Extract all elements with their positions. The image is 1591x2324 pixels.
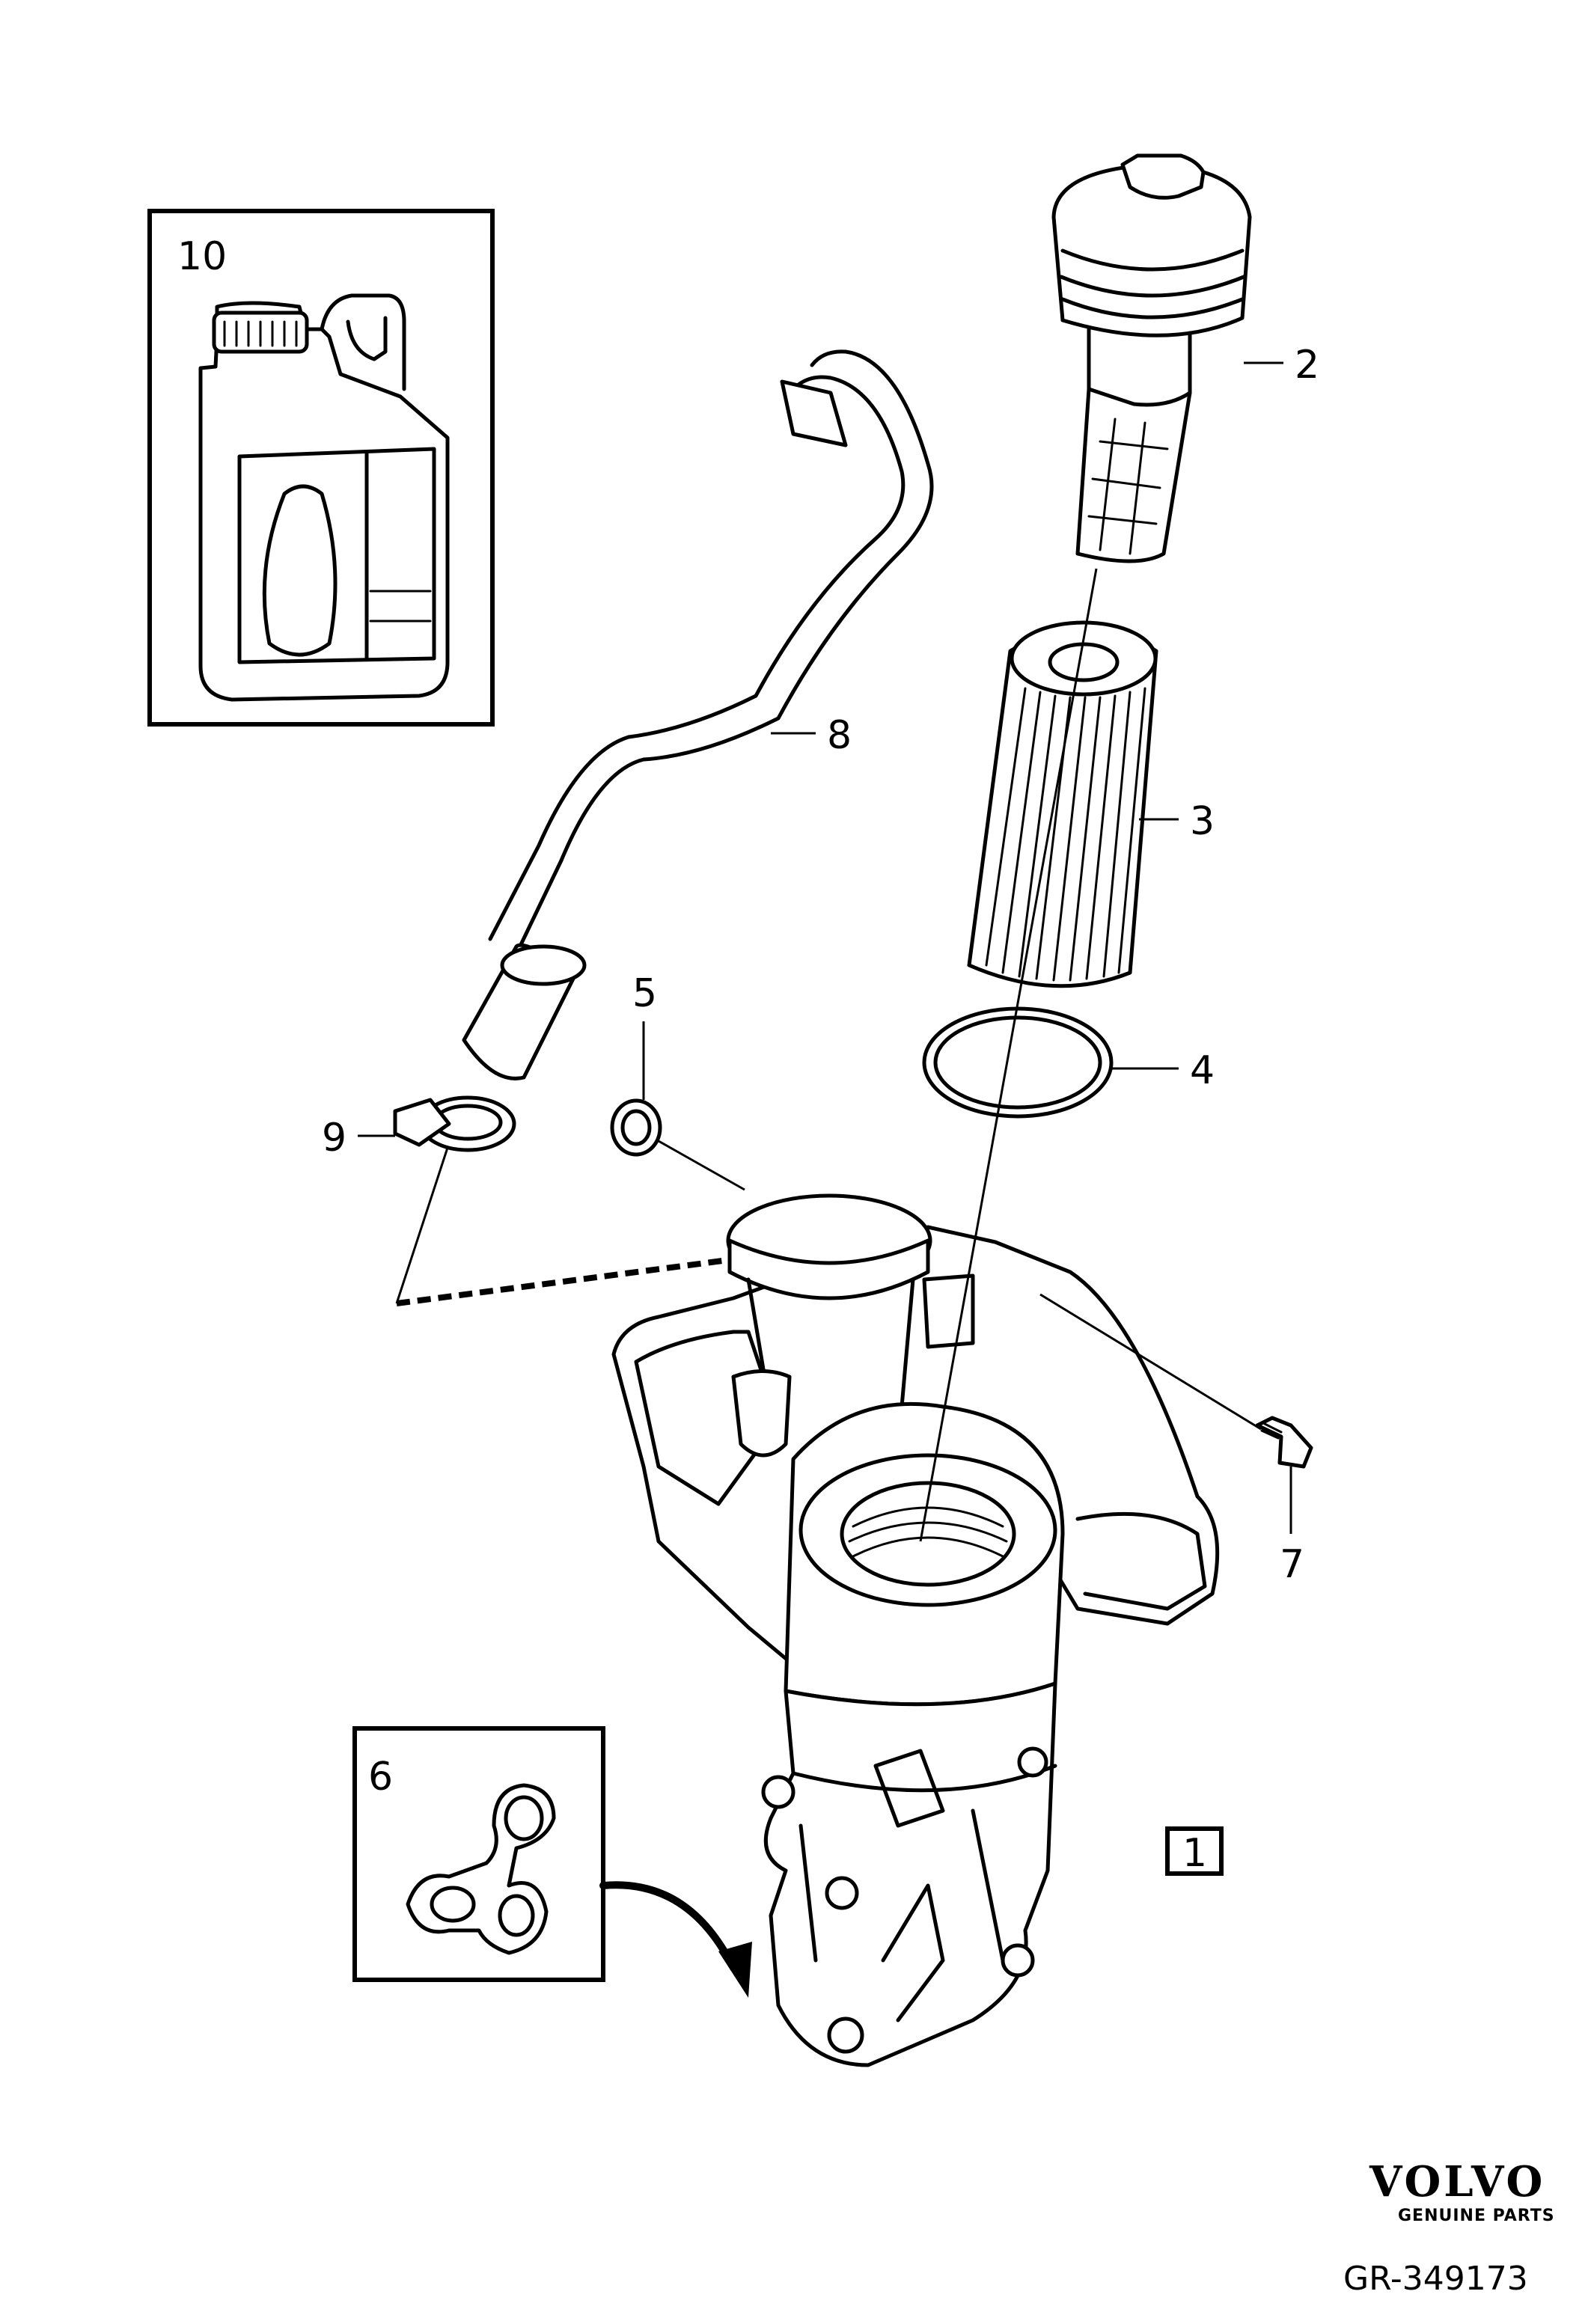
oil-filter-element [967, 620, 1158, 988]
callout-10: 10 [177, 234, 227, 279]
arrow-to-housing [599, 1881, 737, 1972]
inset-box-6 [352, 1726, 605, 1982]
callout-8: 8 [827, 713, 852, 758]
inset-box-10 [147, 209, 495, 727]
callout-6: 6 [368, 1755, 393, 1799]
gasket-illustration [406, 1783, 556, 1955]
callout-1: 1 [1182, 1831, 1207, 1876]
volvo-logo-wordmark: VOLVO [1369, 2157, 1545, 2207]
genuine-parts-label: GENUINE PARTS [1398, 2207, 1555, 2225]
small-seal-ring [610, 1098, 662, 1157]
callout-2: 2 [1295, 343, 1319, 388]
oil-canister-illustration [198, 293, 450, 702]
large-o-ring [922, 1006, 1114, 1119]
callout-9: 9 [322, 1116, 346, 1161]
callout-box-1 [1165, 1826, 1224, 1876]
leader-5-to-port [658, 1140, 745, 1191]
oil-filter-housing [611, 1193, 1220, 2067]
callout-4: 4 [1190, 1048, 1215, 1093]
reference-number: GR-349173 [1343, 2260, 1528, 2298]
breather-hose [462, 349, 934, 1080]
oil-canister-inset: 10 [147, 209, 495, 727]
oil-filter-cap [1051, 153, 1252, 563]
gasket-inset: 6 [352, 1726, 752, 1998]
arrow-head [718, 1942, 752, 1998]
callout-7: 7 [1280, 1542, 1304, 1587]
callout-5: 5 [632, 971, 657, 1016]
assembly-axis-line [919, 568, 1098, 1542]
callout-3: 3 [1190, 799, 1215, 844]
bolt [1255, 1416, 1313, 1469]
assembly-line-clamp [395, 1147, 449, 1304]
hose-clamp [393, 1095, 516, 1152]
leader-7-axis [1039, 1293, 1262, 1431]
